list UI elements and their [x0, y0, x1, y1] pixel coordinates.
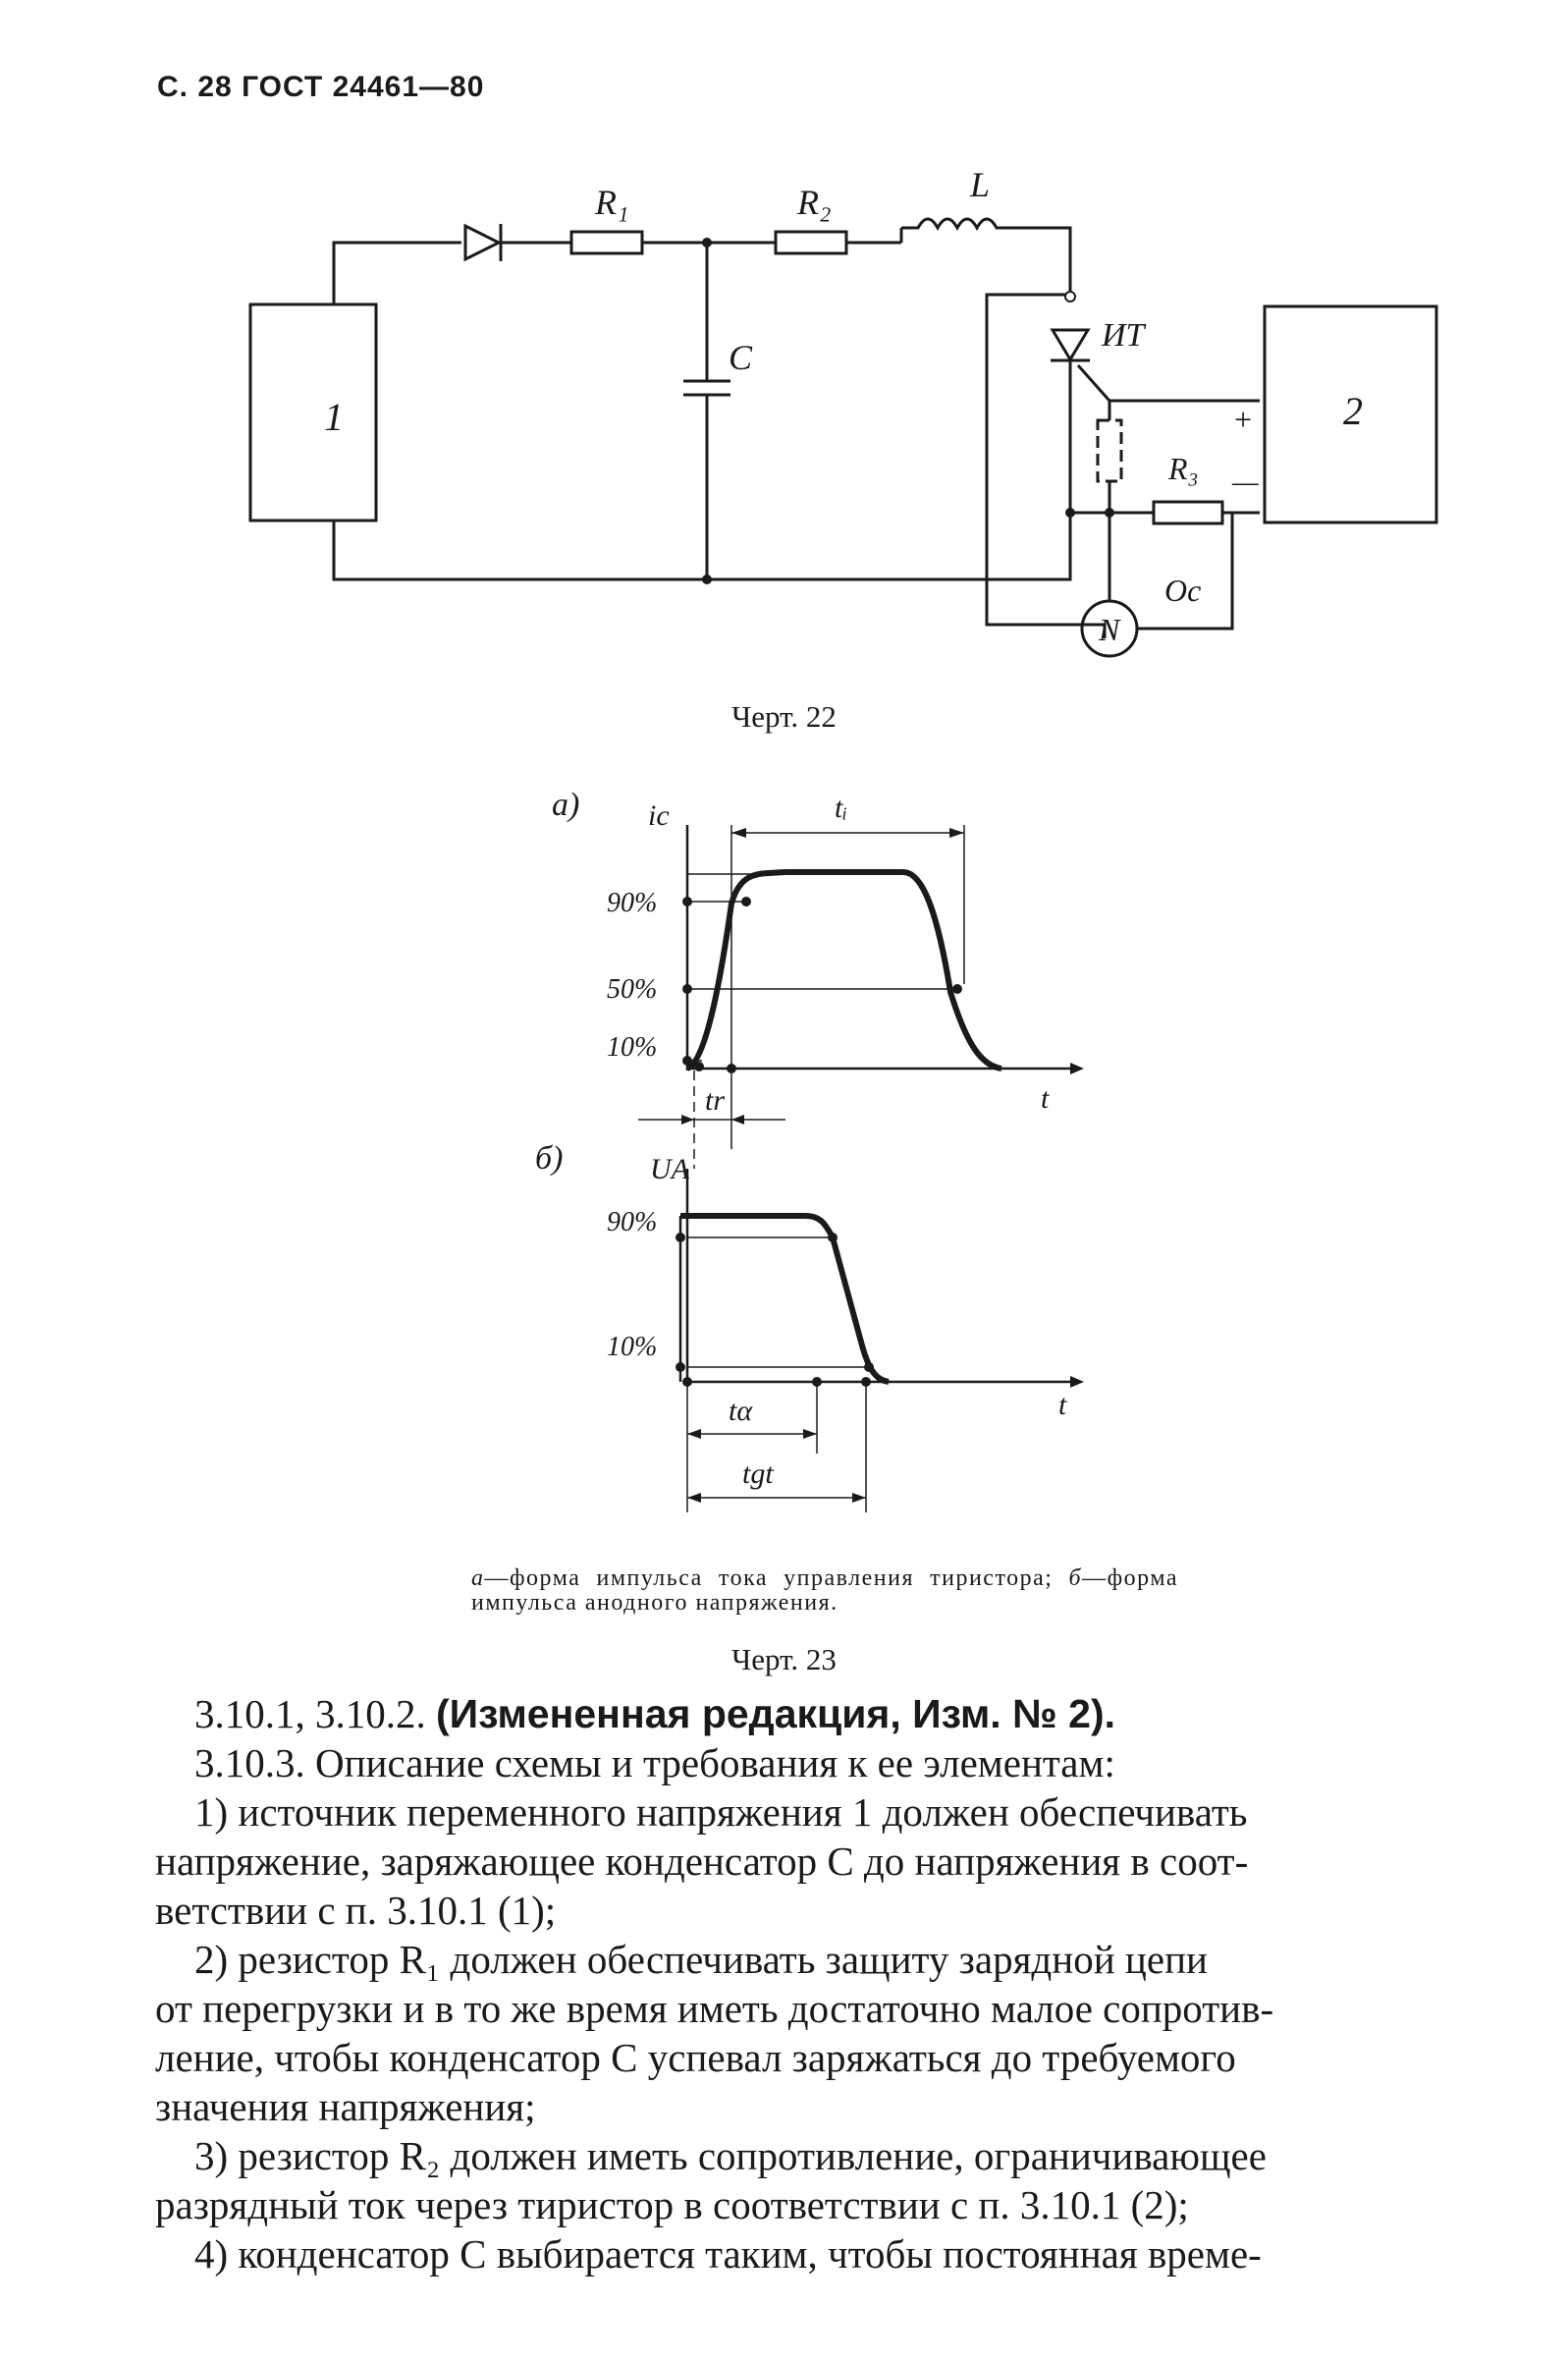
- axis-y-ic: iс: [648, 799, 670, 832]
- label-c: C: [729, 338, 753, 377]
- panel-a-label: а): [552, 787, 579, 823]
- item-2-line-1: 2) резистор R₁ должен обеспечивать защит…: [194, 1937, 1208, 1982]
- label-10-b: 10%: [607, 1332, 657, 1362]
- label-tr: tr: [705, 1084, 725, 1117]
- block-2: [1263, 304, 1438, 524]
- amendment-note: (Измененная редакция, Изм. № 2).: [436, 1691, 1116, 1736]
- caption-fig23: Черт. 23: [731, 1642, 837, 1676]
- item-1-line-3: ветствии с п. 3.10.1 (1);: [155, 1888, 557, 1933]
- caption-fig22: Черт. 22: [731, 699, 837, 734]
- label-minus: —: [1231, 466, 1259, 498]
- standard-id: ГОСТ 24461—80: [242, 71, 485, 103]
- label-r2: R₂: [796, 183, 832, 222]
- item-4-line-1: 4) конденсатор С выбирается таким, чтобы…: [194, 2231, 1262, 2277]
- circuit-diagram: 1 2 R₁ R₂ L C ИТ R₃ + — N Оc: [248, 165, 1438, 658]
- resistor-r1: [569, 230, 644, 255]
- label-ti: tᵢ: [835, 792, 847, 824]
- label-n: N: [1098, 612, 1121, 647]
- legend-b-text: —форма импульса анодного напряжения.: [471, 1565, 1178, 1616]
- axis-x-t-a: t: [1041, 1082, 1050, 1115]
- paragraph-amend: 3.10.1, 3.10.2. (Измененная редакция, Из…: [194, 1689, 1490, 1738]
- inductor-l: [901, 217, 1065, 232]
- label-10-a: 10%: [607, 1032, 657, 1063]
- waveform-diagram: а) iс tᵢ 90% 50% 10% t tr б) UA 90% 10% …: [535, 787, 1084, 1512]
- legend-a-key: а: [471, 1565, 485, 1591]
- clause-number: 3.10.1, 3.10.2.: [194, 1691, 426, 1736]
- label-it: ИТ: [1101, 317, 1147, 354]
- page-header: С. 28 ГОСТ 24461—80: [157, 71, 484, 104]
- label-oc: Оc: [1164, 573, 1201, 608]
- page-number: С. 28: [157, 71, 233, 103]
- label-90-b: 90%: [607, 1207, 657, 1237]
- label-plus: +: [1232, 402, 1254, 437]
- label-l: L: [969, 165, 990, 204]
- item-3-line-1: 3) резистор R₂ должен иметь сопротивлени…: [194, 2133, 1267, 2178]
- body-text: 3.10.1, 3.10.2. (Измененная редакция, Из…: [155, 1689, 1490, 2278]
- block-1: [248, 302, 378, 522]
- item-2-line-3: ление, чтобы конденсатор С успевал заряж…: [155, 2035, 1236, 2080]
- label-90-a: 90%: [607, 888, 657, 918]
- item-2-line-4: значения напряжения;: [155, 2084, 536, 2129]
- axis-y-ua: UA: [650, 1153, 690, 1185]
- resistor-r2: [774, 230, 848, 255]
- item-2-line-2: от перегрузки и в то же время иметь дост…: [155, 1986, 1274, 2031]
- diode-symbol: [463, 223, 503, 262]
- item-1-line-2: напряжение, заряжающее конденсатор С до …: [155, 1839, 1249, 1884]
- label-tgt: tgt: [742, 1457, 774, 1490]
- legend-b-key: б: [1068, 1565, 1083, 1591]
- thyristor-symbol: [1050, 328, 1091, 362]
- paragraph-3-10-3: 3.10.3. Описание схемы и требования к ее…: [194, 1740, 1115, 1785]
- label-50-a: 50%: [607, 974, 657, 1005]
- item-1-line-1: 1) источник переменного напряжения 1 дол…: [194, 1789, 1248, 1835]
- figure-legend: а—форма импульса тока управления тиристо…: [471, 1566, 1178, 1616]
- label-block-2: 2: [1343, 389, 1363, 433]
- item-3-line-2: разрядный ток через тиристор в соответст…: [155, 2182, 1189, 2227]
- label-td: tα: [729, 1395, 753, 1427]
- label-block-1: 1: [324, 395, 344, 439]
- axis-x-t-b: t: [1058, 1389, 1067, 1421]
- resistor-r3: [1152, 500, 1224, 525]
- legend-a-text: —форма импульса тока управления тиристор…: [484, 1565, 1054, 1591]
- label-r1: R₁: [594, 183, 629, 222]
- panel-b-label: б): [535, 1140, 563, 1177]
- label-r3: R₃: [1167, 451, 1199, 486]
